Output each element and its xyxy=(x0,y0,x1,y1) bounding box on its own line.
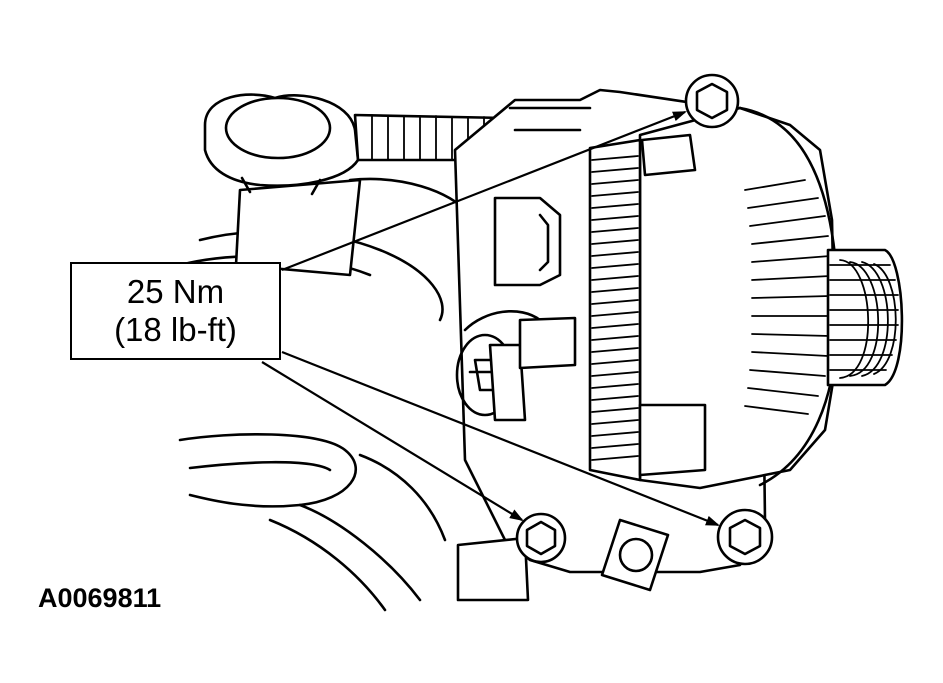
leader-lines xyxy=(261,110,720,527)
lower-right-bolt xyxy=(716,508,774,566)
torque-lbft-label: (18 lb-ft) xyxy=(114,311,237,348)
connector-block xyxy=(488,196,577,422)
leader-to-lower-left-bolt xyxy=(261,361,524,522)
torque-nm-label: 25 Nm xyxy=(126,273,225,310)
reservoir-cap xyxy=(203,93,362,277)
lower-clamp xyxy=(456,518,670,602)
pulley xyxy=(826,248,904,387)
upper-bolt xyxy=(684,73,740,129)
figure-id: A0069811 xyxy=(38,583,162,613)
mounting-bolts xyxy=(515,73,774,566)
leader-to-upper-bolt xyxy=(281,110,687,272)
leader-to-lower-right-bolt xyxy=(281,350,720,527)
alternator-body xyxy=(588,106,840,490)
lower-left-bolt xyxy=(515,512,567,564)
torque-callout: 25 Nm (18 lb-ft) xyxy=(70,262,281,360)
